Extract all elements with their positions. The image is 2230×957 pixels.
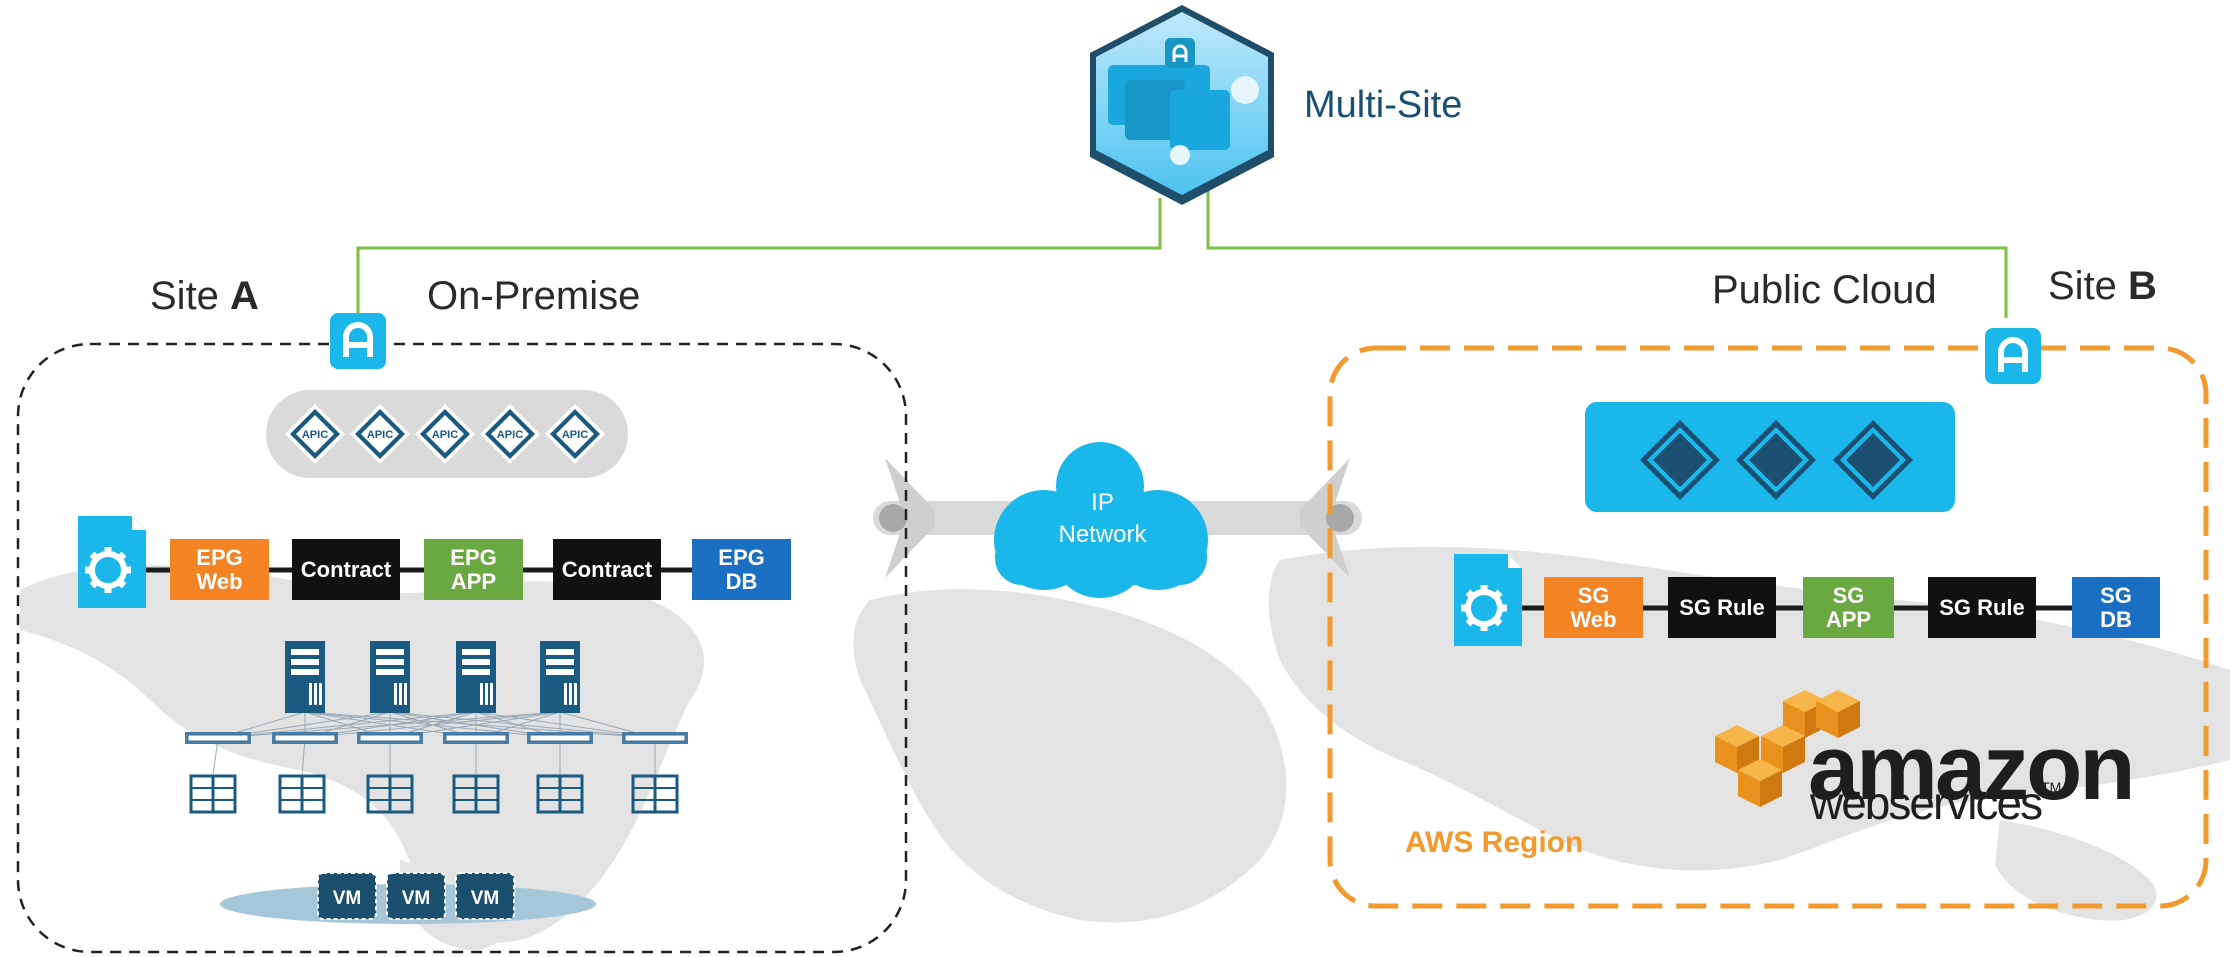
ip-network-label: IP Network <box>1030 487 1175 551</box>
leaf-switch <box>356 731 424 745</box>
ip-network-line2: Network <box>1058 521 1147 548</box>
apic-label: APIC <box>432 429 458 441</box>
site-a-boundary <box>16 342 908 954</box>
apic-label: APIC <box>367 429 393 441</box>
site-a-badge-icon <box>330 313 386 369</box>
multisite-label: Multi-Site <box>1304 84 1463 126</box>
apic-label: APIC <box>497 429 523 441</box>
datacenter-topology <box>184 641 689 814</box>
capic-label: CAPIC <box>1851 452 1895 468</box>
site-a-prefix: Site <box>150 274 231 318</box>
site-b-title: Site B <box>2048 264 2157 309</box>
spine-server <box>370 641 410 713</box>
site-b-letter: B <box>2128 264 2157 308</box>
capic-labels: CAPIC CAPIC CAPIC <box>1658 452 1895 468</box>
aws-logo-webservices: webservicesTM <box>1810 780 2061 826</box>
vm-label: VM <box>333 888 362 909</box>
spine-server <box>540 641 580 713</box>
capic-label: CAPIC <box>1658 452 1702 468</box>
site-b-badge-icon <box>1985 328 2041 384</box>
site-b-prefix: Site <box>2048 264 2129 308</box>
multisite-links <box>356 190 2008 318</box>
site-a-policy-gear-icon <box>78 516 146 608</box>
contract-chip: Contract <box>292 539 400 600</box>
aws-trademark: TM <box>2041 779 2062 795</box>
epg-db-chip: EPG DB <box>692 539 791 600</box>
apic-label: APIC <box>562 429 588 441</box>
aws-logo-amazon: amazon <box>1808 717 2136 819</box>
site-a-location: On-Premise <box>427 274 641 318</box>
sg-db-chip: SG DB <box>2072 577 2160 638</box>
sg-rule-chip: SG Rule <box>1928 577 2036 638</box>
vm-label: VM <box>471 888 500 909</box>
aws-region-label: AWS Region <box>1405 826 1584 859</box>
multisite-icon <box>1090 5 1274 205</box>
aws-webservices-text: webservices <box>1810 777 2043 829</box>
leaf-switch <box>442 731 510 745</box>
site-b-boundary <box>1327 345 2209 909</box>
capic-label: CAPIC <box>1754 452 1798 468</box>
sg-app-chip: SG APP <box>1803 577 1894 638</box>
leaf-switch <box>621 731 689 745</box>
site-b-location: Public Cloud <box>1712 268 1937 312</box>
sg-rule-chip: SG Rule <box>1668 577 1776 638</box>
host-rack <box>278 774 326 814</box>
spine-server <box>285 641 325 713</box>
vm-boxes <box>317 872 515 920</box>
sg-web-chip: SG Web <box>1544 577 1643 638</box>
site-a-title: Site A <box>150 274 259 319</box>
leaf-switch <box>271 731 339 745</box>
leaf-switch <box>526 731 594 745</box>
epg-app-chip: EPG APP <box>424 539 523 600</box>
ip-network-line1: IP <box>1091 489 1114 516</box>
leaf-switch <box>184 731 252 745</box>
apic-labels: APIC APIC APIC APIC APIC <box>302 429 588 441</box>
epg-web-chip: EPG Web <box>170 539 269 600</box>
apic-label: APIC <box>302 429 328 441</box>
spine-server <box>456 641 496 713</box>
site-a-letter: A <box>230 274 259 318</box>
ip-network-cloud <box>994 442 1208 598</box>
site-b-policy-gear-icon <box>1454 554 1522 646</box>
contract-chip: Contract <box>553 539 661 600</box>
host-rack <box>189 774 237 814</box>
vm-label: VM <box>402 888 431 909</box>
